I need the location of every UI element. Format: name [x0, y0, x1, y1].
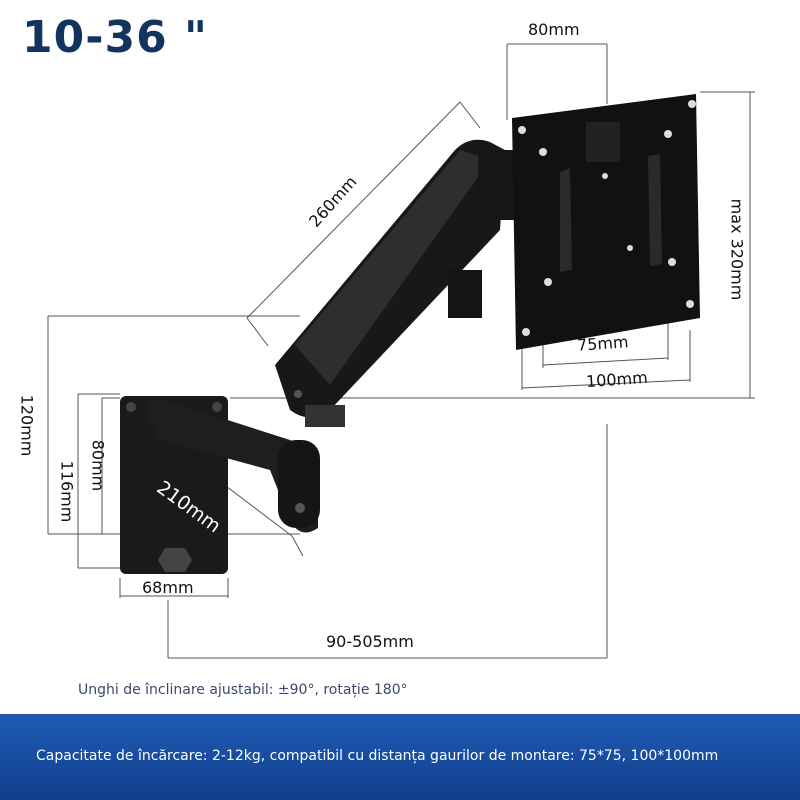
dim-vesa-75: 75mm — [576, 332, 630, 355]
dim-vesa-plate-height: max 320mm — [727, 198, 747, 301]
lower-arm — [147, 400, 320, 533]
upper-arm — [275, 139, 518, 427]
tilt-rotation-note: Unghi de înclinare ajustabil: ±90°, rota… — [78, 682, 408, 698]
footer-specs: Capacitate de încărcare: 2-12kg, compati… — [36, 748, 719, 764]
dim-mount-height-80: 80mm — [88, 439, 108, 492]
dim-extension-range: 90-505mm — [326, 632, 414, 651]
dim-mount-width: 68mm — [142, 578, 194, 597]
dim-mount-height-116: 116mm — [57, 460, 77, 523]
footer-banner: Capacitate de încărcare: 2-12kg, compati… — [0, 714, 800, 800]
dim-vesa-plate-width: 80mm — [528, 20, 580, 39]
dim-mount-height-120: 120mm — [17, 394, 37, 457]
vesa-plate — [512, 94, 700, 350]
size-range-title: 10-36 " — [22, 12, 208, 63]
